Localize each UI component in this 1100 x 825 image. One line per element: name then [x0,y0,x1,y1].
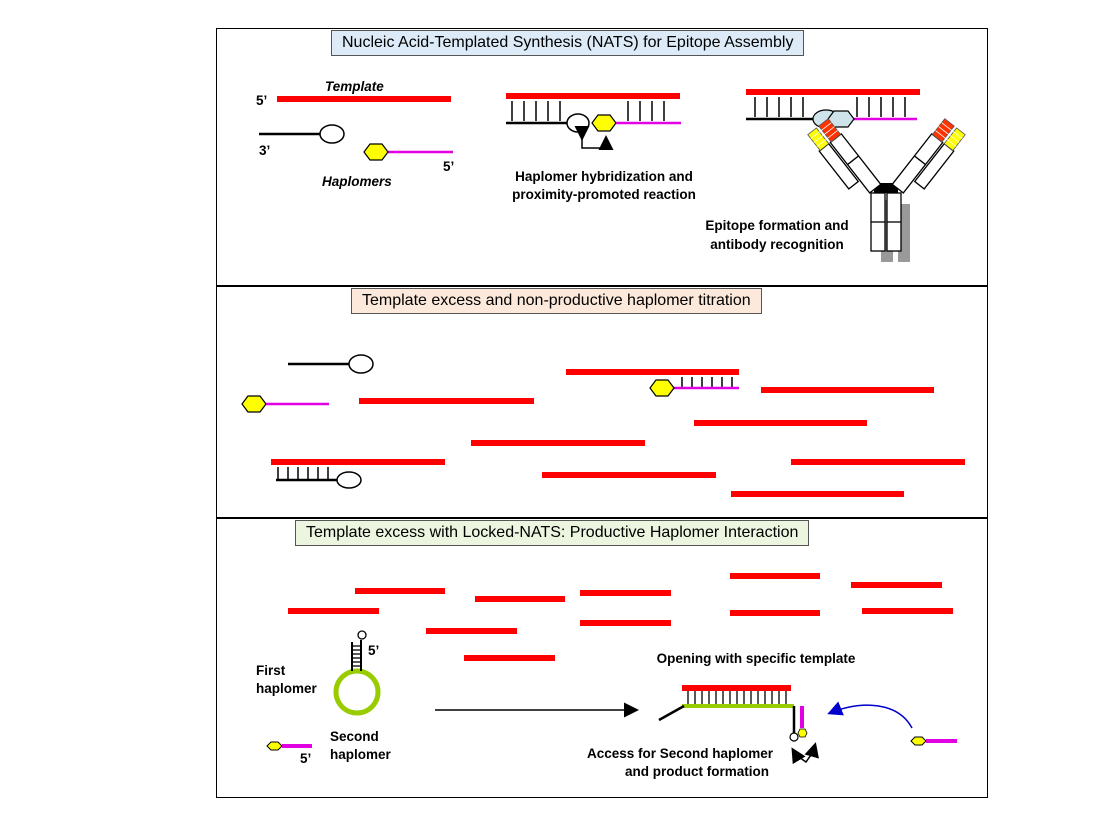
label-5prime-haplomer: 5’ [443,159,455,174]
hexagon-icon [241,395,267,413]
label-template: Template [325,79,384,94]
template-strand [506,93,680,99]
label-first-haplomer-1: First [256,663,286,678]
label-5prime-template: 5’ [256,93,268,108]
circle-icon [319,124,345,144]
hexagon-icon [363,143,389,161]
label-3prime: 3’ [259,143,271,158]
antibody-icon [807,118,966,262]
hexagon-icon [266,741,283,751]
blue-arrow-icon [827,701,913,729]
label-epitope-2: antibody recognition [710,237,844,252]
label-5prime-locked: 5’ [368,643,380,658]
locked-haplomer-icon [333,630,381,716]
circle-icon [566,113,590,133]
template-strands-excess [271,369,965,497]
panel-locked-nats [216,518,988,798]
circle-icon [336,471,362,489]
base-pair-rungs [277,467,329,479]
hexagon-icon [591,114,617,132]
label-opening: Opening with specific template [656,651,856,666]
label-first-haplomer-2: haplomer [256,681,317,696]
template-strand [277,96,451,102]
label-hybridization-1: Haplomer hybridization and [515,169,693,184]
base-pair-rungs [511,101,665,121]
label-second-haplomer-1: Second [330,729,379,744]
label-hybridization-2: proximity-promoted reaction [512,187,696,202]
hexagon-icon [649,379,675,397]
label-second-haplomer-2: haplomer [330,747,391,762]
label-epitope-1: Epitope formation and [705,218,849,233]
title-locked-nats: Template excess with Locked-NATS: Produc… [295,520,810,546]
template-strands-locked [288,573,953,661]
template-strand [746,89,920,95]
base-pair-rungs [754,97,906,117]
label-5prime-second: 5’ [300,751,312,766]
circle-icon [348,354,374,374]
reaction-arrow-icon [574,126,614,150]
opened-complex-icon [658,685,819,765]
title-nats: Nucleic Acid-Templated Synthesis (NATS) … [331,30,805,56]
hexagon-icon [910,736,927,746]
label-haplomers: Haplomers [322,174,392,189]
label-access-2: and product formation [625,764,769,779]
title-template-excess: Template excess and non-productive haplo… [351,288,762,314]
base-pair-rungs [681,377,733,388]
label-access-1: Access for Second haplomer [586,746,774,761]
